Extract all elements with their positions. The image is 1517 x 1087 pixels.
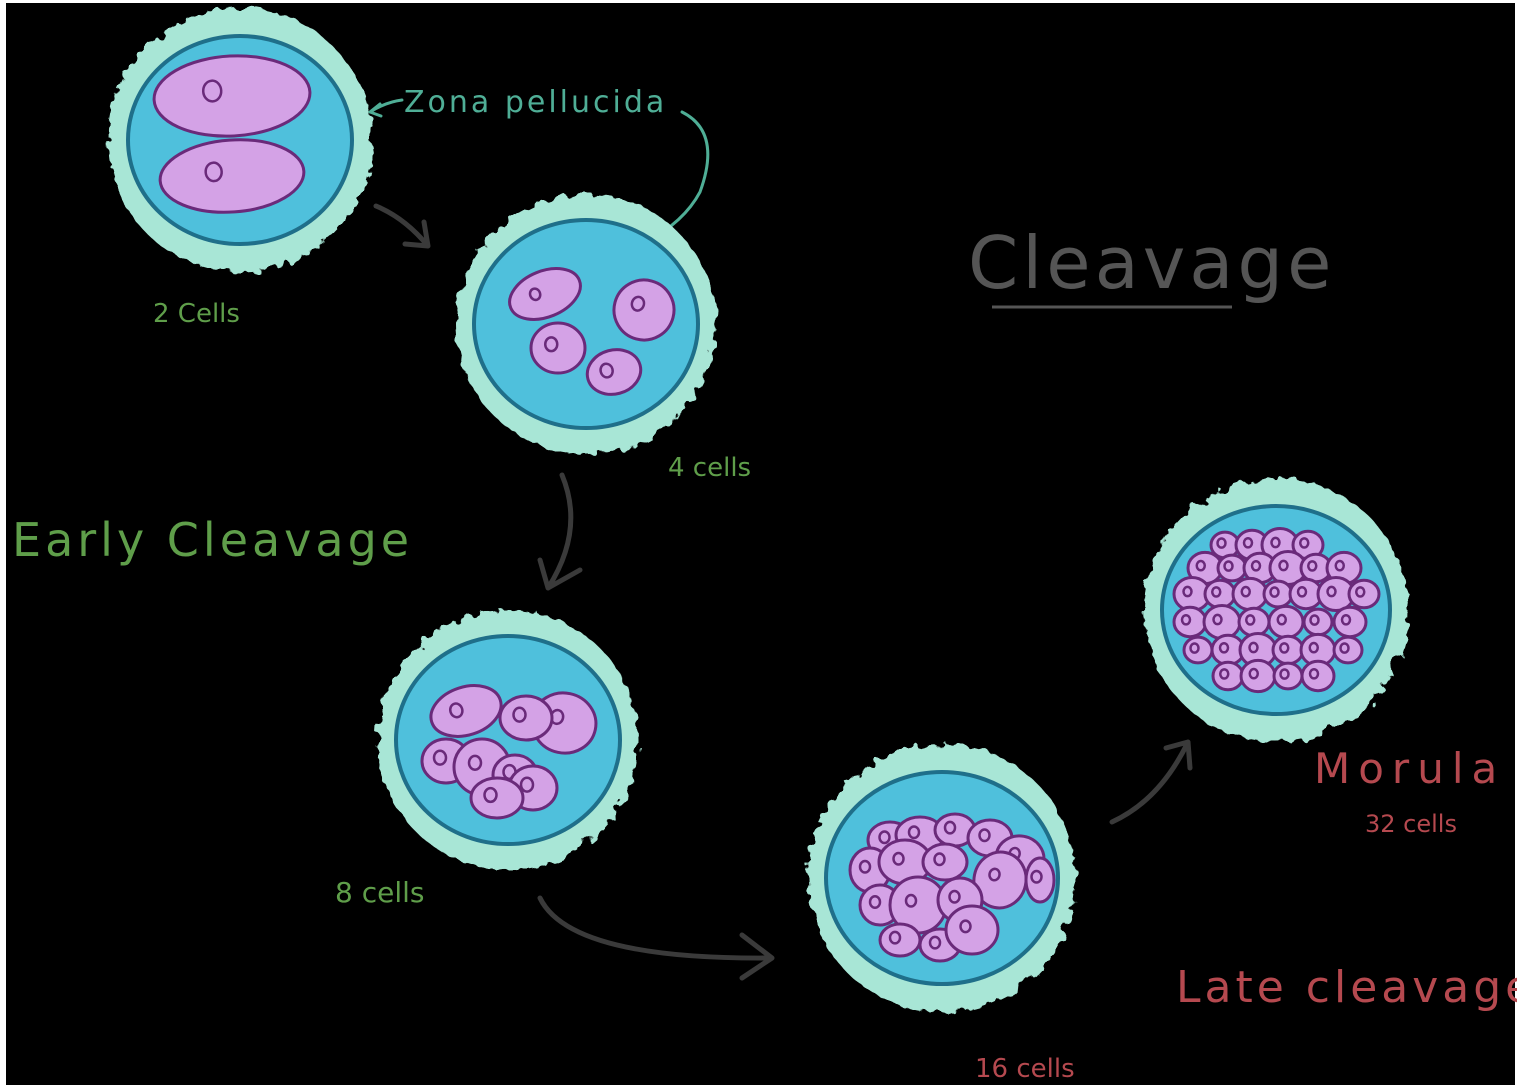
blastomere-cell	[1302, 661, 1334, 690]
embryo-morula-32-cells	[1144, 478, 1408, 742]
eight-cells-label: 8 cells	[335, 876, 424, 909]
blastomere-cell	[1174, 607, 1206, 636]
blastomere-cell	[1213, 662, 1243, 690]
blastomere-cell	[1334, 607, 1366, 636]
blastomere-cell	[500, 696, 552, 740]
blastomere-cell	[1204, 605, 1240, 638]
blastomere-cell	[1304, 609, 1332, 635]
embryo-8-cells	[378, 610, 638, 870]
late-cleavage-label: Late cleavage	[1176, 962, 1517, 1013]
blastomere-cell	[1233, 578, 1267, 609]
two-cells-label: 2 Cells	[153, 299, 240, 329]
zona-pointer-left	[370, 100, 402, 116]
blastomere-cell	[880, 924, 920, 956]
arrow-4-to-8	[540, 475, 580, 588]
blastomere-cell	[471, 778, 523, 818]
blastomere-cell	[1218, 555, 1246, 581]
four-cells-label: 4 cells	[668, 453, 751, 483]
zona-label: Zona pellucida	[404, 85, 667, 120]
blastomere-cell	[923, 844, 967, 880]
blastomere-cell	[1274, 663, 1302, 689]
blastomere-cell	[531, 323, 585, 373]
blastomere-cell	[1269, 606, 1303, 637]
embryo-16-cells	[808, 744, 1076, 1012]
sixteen-cells-label: 16 cells	[975, 1054, 1075, 1084]
blastomere-cell	[1241, 660, 1275, 691]
thirty-two-cells-label: 32 cells	[1365, 810, 1457, 838]
blastomere-cell	[1205, 580, 1235, 608]
title-group: Cleavage	[968, 221, 1335, 307]
embryo-2-cells	[108, 8, 372, 272]
blastomere-cell	[1334, 637, 1362, 663]
arrow-16-to-32	[1112, 742, 1190, 822]
early-cleavage-label: Early Cleavage	[12, 513, 413, 567]
arrow-8-to-16	[540, 898, 772, 978]
blastomere-cell	[1349, 580, 1379, 608]
blastomere-cell	[1026, 858, 1054, 902]
blastomere-cell	[946, 906, 998, 954]
morula-label: Morula	[1314, 744, 1505, 793]
blastomere-cell	[1273, 636, 1303, 664]
blastomere-cell	[1239, 608, 1269, 636]
blastomere-cell	[1264, 581, 1292, 607]
arrow-2-to-4	[376, 206, 428, 246]
embryo-4-cells	[456, 194, 716, 454]
blastomere-cell	[1184, 637, 1212, 663]
title-text: Cleavage	[968, 221, 1335, 305]
